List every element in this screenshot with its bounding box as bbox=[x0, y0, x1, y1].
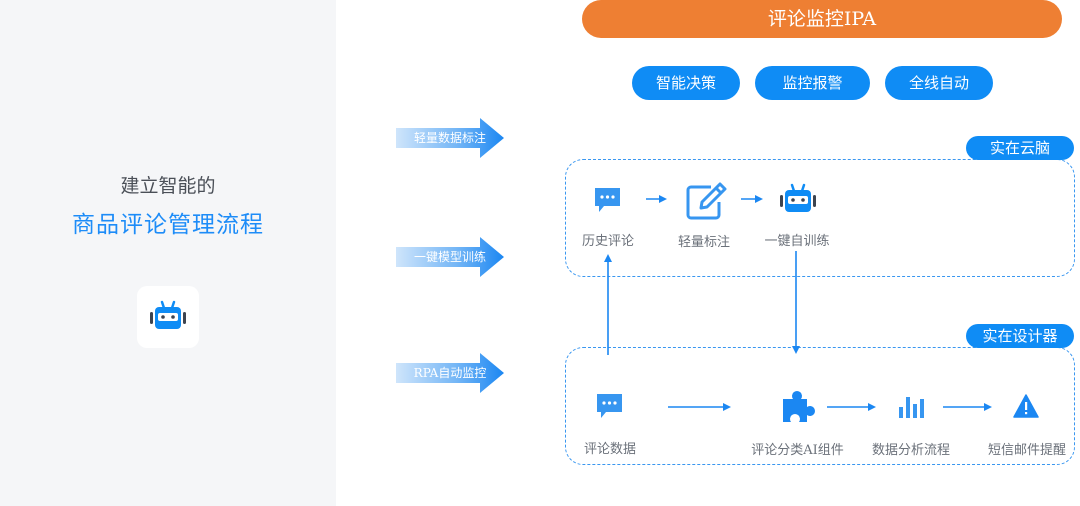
designer-section-box bbox=[565, 347, 1075, 465]
big-arrow-icon bbox=[396, 118, 504, 158]
cloud-section-box bbox=[565, 159, 1075, 277]
robot-icon bbox=[780, 183, 816, 212]
step-arrow-rpa: RPA自动监控 bbox=[396, 353, 506, 393]
node-label-data-analysis: 数据分析流程 bbox=[871, 443, 950, 458]
step-arrow-label: 一键模型训练 bbox=[413, 250, 486, 264]
node-label-history-comments: 历史评论 bbox=[581, 234, 634, 249]
step-arrow-label: RPA自动监控 bbox=[413, 366, 487, 380]
node-label-comment-data: 评论数据 bbox=[583, 442, 636, 457]
cloud-section-tag: 实在云脑 bbox=[966, 136, 1074, 160]
chat-icon bbox=[597, 394, 622, 418]
node-label-ai-classifier: 评论分类AI组件 bbox=[751, 443, 844, 458]
edit-icon bbox=[686, 182, 727, 220]
logo-tile bbox=[137, 286, 199, 348]
bar-chart-icon bbox=[899, 397, 924, 418]
left-panel: 建立智能的 商品评论管理流程 bbox=[0, 0, 336, 506]
intro-title-line2: 商品评论管理流程 bbox=[72, 212, 264, 238]
header-title-bar: 评论监控IPA bbox=[582, 0, 1062, 38]
node-label-sms-email-alert: 短信邮件提醒 bbox=[987, 443, 1066, 458]
big-arrow-icon bbox=[396, 353, 504, 393]
pill-monitor-alert[interactable]: 监控报警 bbox=[755, 66, 870, 100]
big-arrow-icon bbox=[396, 237, 504, 277]
warning-icon bbox=[1013, 394, 1039, 418]
chat-icon bbox=[595, 188, 620, 212]
pill-full-auto[interactable]: 全线自动 bbox=[885, 66, 993, 100]
node-label-light-annotation: 轻量标注 bbox=[677, 235, 730, 250]
step-arrow-label: 轻量数据标注 bbox=[413, 131, 486, 145]
pill-smart-decision[interactable]: 智能决策 bbox=[632, 66, 740, 100]
intro-title-line1: 建立智能的 bbox=[120, 175, 216, 197]
robot-icon bbox=[150, 300, 186, 329]
designer-section-tag: 实在设计器 bbox=[966, 324, 1074, 348]
step-arrow-annotation: 轻量数据标注 bbox=[396, 118, 506, 158]
puzzle-icon bbox=[783, 391, 815, 422]
step-arrow-training: 一键模型训练 bbox=[396, 237, 506, 277]
node-label-one-click-training: 一键自训练 bbox=[764, 234, 830, 249]
